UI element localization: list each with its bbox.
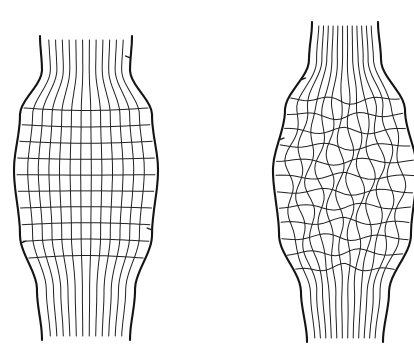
longitudinal-fibre [346, 26, 354, 338]
outline-left [14, 36, 42, 340]
circumferential-ring [282, 234, 408, 241]
irregular-mesh-bulge-figure [273, 22, 414, 342]
circumferential-ring [18, 158, 155, 159]
longitudinal-fibre [38, 40, 57, 336]
regular-mesh-bulge-figure [14, 36, 158, 340]
circumferential-ring [22, 125, 150, 127]
outline-right [378, 22, 414, 342]
longitudinal-fibre [70, 40, 76, 336]
circumferential-ring [277, 158, 414, 165]
longitudinal-fibre [315, 26, 333, 338]
circumferential-ring [22, 223, 150, 225]
longitudinal-fibre [109, 40, 123, 336]
circumferential-ring [287, 113, 402, 120]
longitudinal-fibre [357, 26, 375, 338]
longitudinal-fibre [115, 40, 134, 336]
circumferential-ring [280, 143, 410, 150]
longitudinal-fibre [326, 26, 338, 338]
longitudinal-fibre [89, 40, 91, 336]
longitudinal-fibre [49, 40, 63, 336]
tick-mark [21, 241, 26, 243]
circumferential-ring [276, 172, 414, 179]
longitudinal-fibre [96, 40, 102, 336]
circumferential-ring [281, 217, 409, 224]
outline-right [130, 36, 158, 340]
longitudinal-fibre [352, 26, 364, 338]
longitudinal-fibre [81, 40, 83, 336]
circumferential-ring [21, 207, 152, 208]
